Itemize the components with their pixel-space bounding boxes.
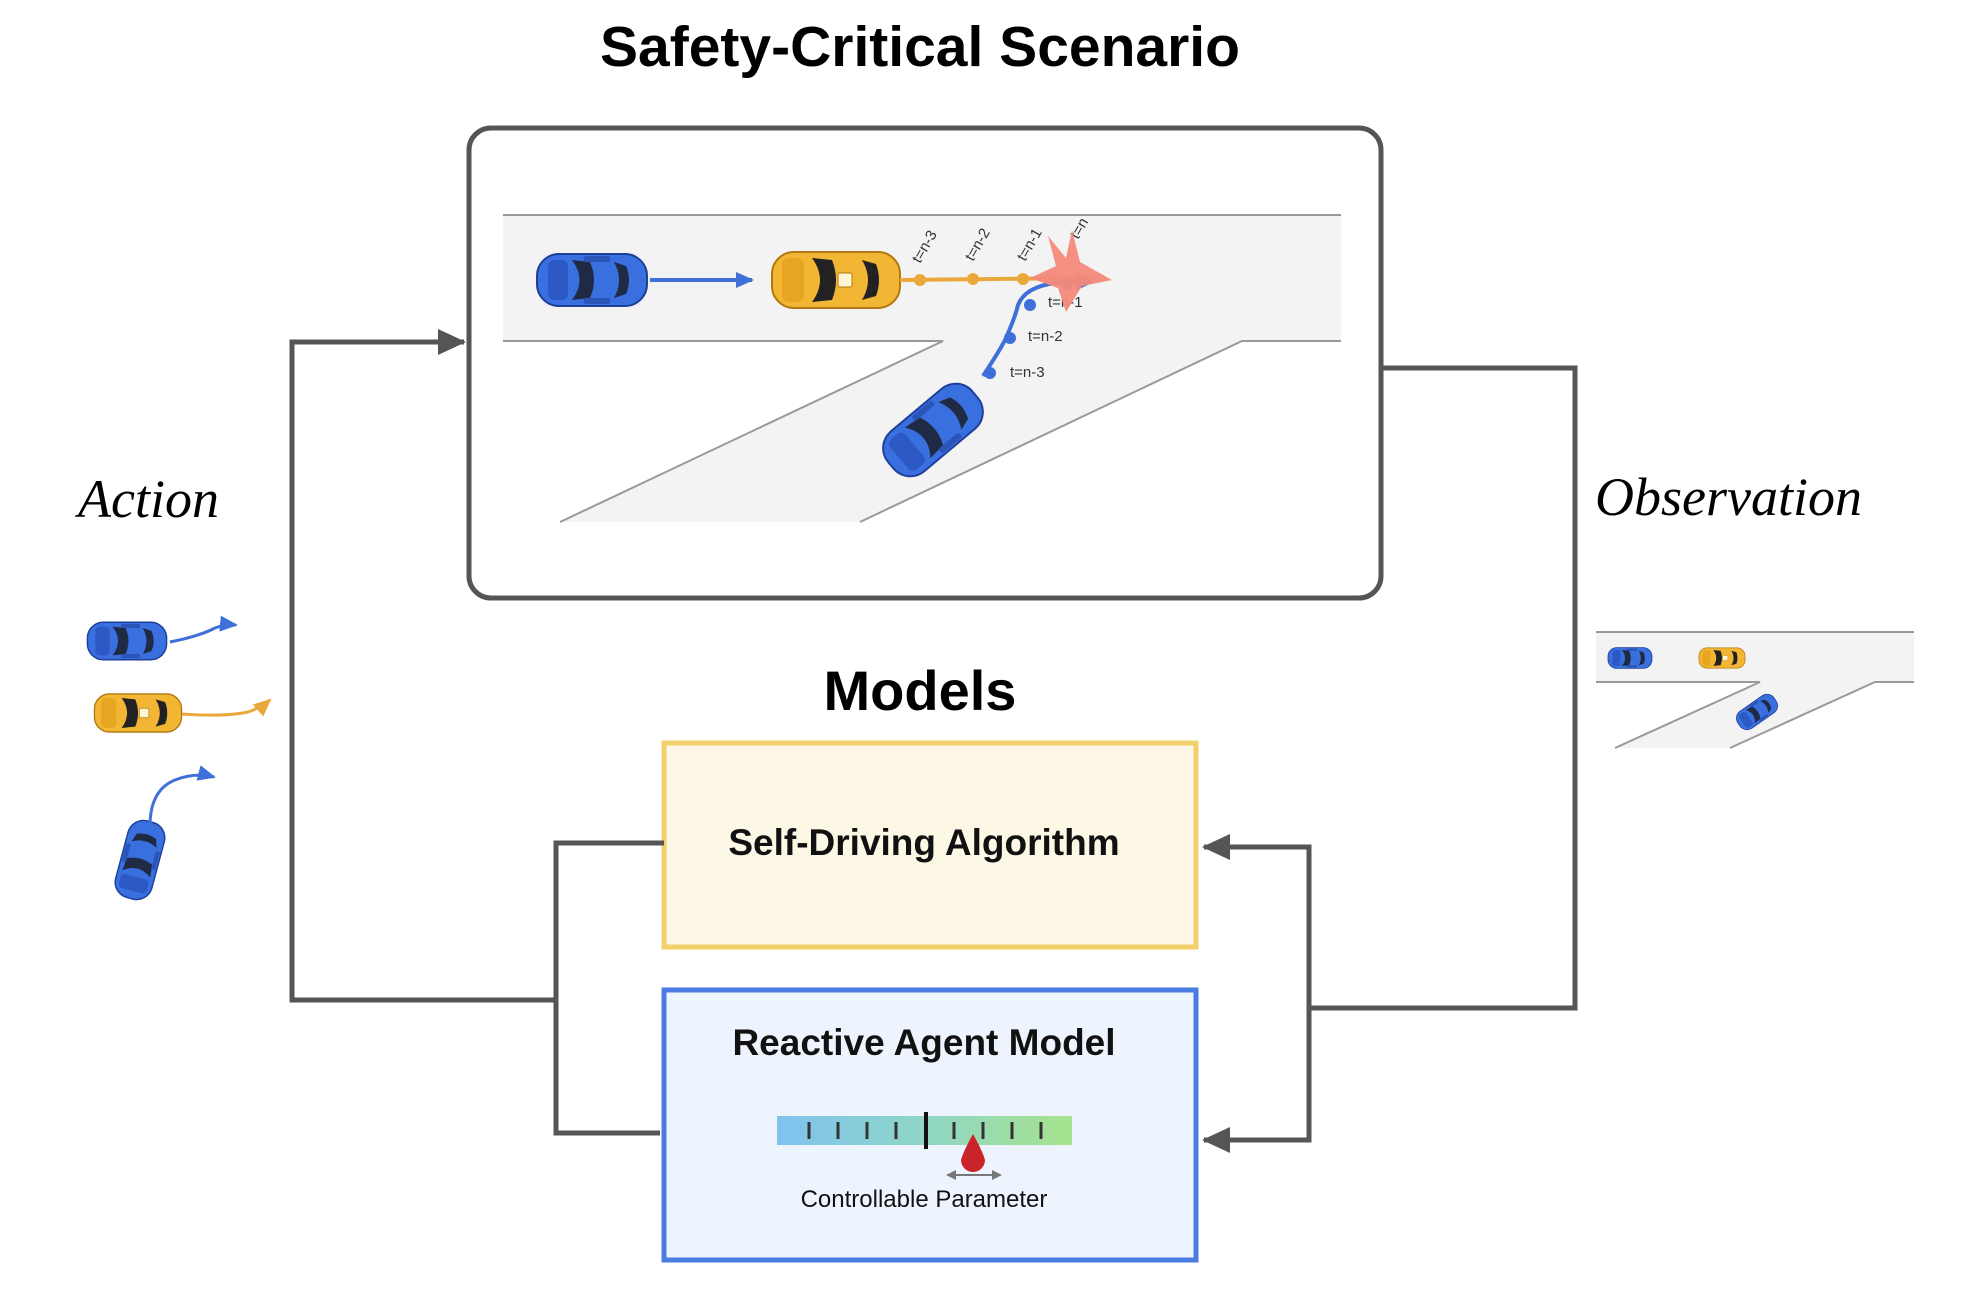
reactive-agent-model-label: Reactive Agent Model — [732, 1022, 1116, 1063]
slider-icon — [777, 1112, 1072, 1149]
taxi-icon — [1698, 647, 1746, 669]
arrow-icon — [169, 615, 238, 644]
observation-label: Observation — [1595, 467, 1862, 527]
timestep-label: t=n-3 — [1010, 364, 1045, 381]
flow-connectors — [289, 329, 1578, 1153]
timestep-label: t=n-2 — [1028, 328, 1063, 345]
car-icon — [536, 253, 648, 307]
models-title: Models — [823, 659, 1017, 722]
observation-road — [1596, 631, 1914, 749]
drop-marker-icon[interactable] — [961, 1134, 985, 1172]
action-label: Action — [78, 469, 219, 529]
self-driving-box — [661, 740, 1199, 950]
arrow-icon — [148, 765, 216, 827]
scenario-title: Safety-Critical Scenario — [600, 15, 1240, 79]
arrow-icon — [946, 1170, 1002, 1180]
scenario-road — [503, 214, 1341, 523]
controllable-parameter-label: Controllable Parameter — [800, 1186, 1048, 1213]
car-icon — [86, 621, 168, 661]
collision-icon — [1030, 230, 1112, 312]
arrow-icon — [181, 698, 272, 717]
self-driving-algorithm-label: Self-Driving Algorithm — [728, 822, 1120, 863]
car-icon — [110, 816, 170, 904]
taxi-icon — [771, 251, 901, 309]
taxi-icon — [93, 693, 183, 733]
car-icon — [1607, 647, 1653, 669]
